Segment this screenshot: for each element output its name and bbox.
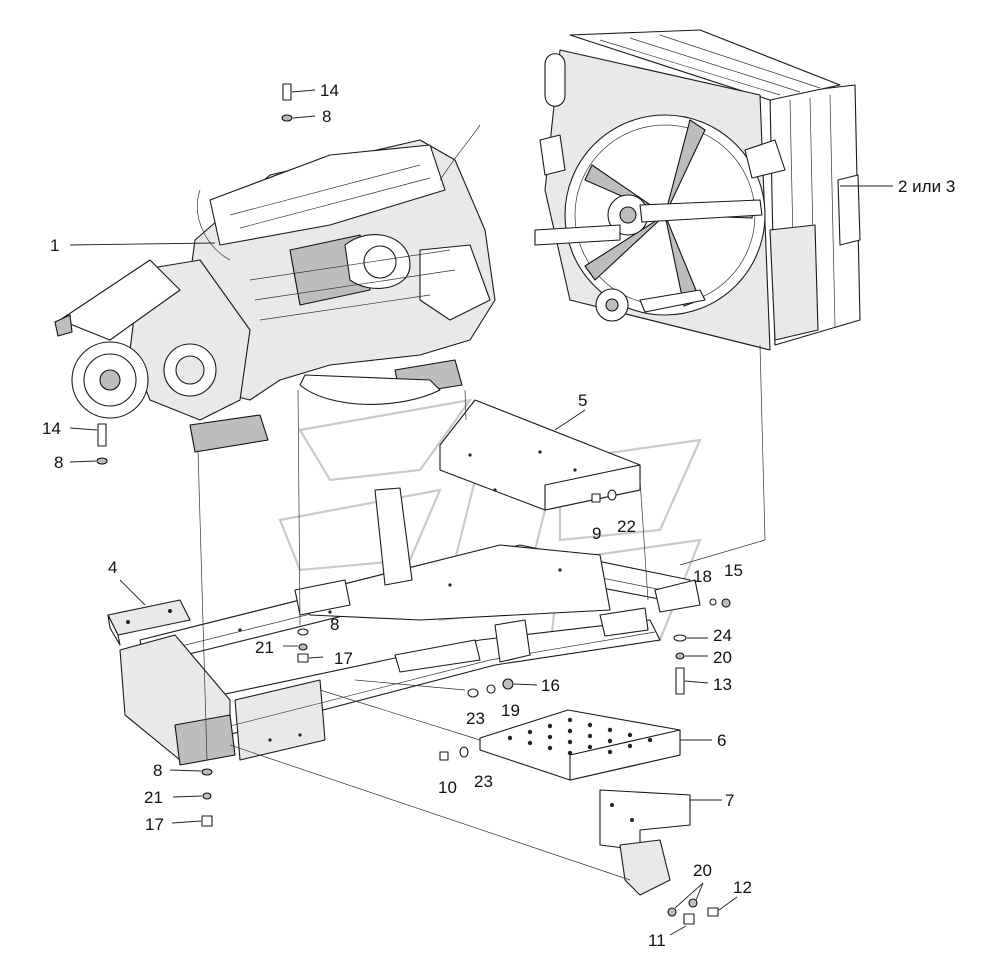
callout-20-bottom: 20: [693, 861, 712, 880]
callout-14-left: 14: [42, 419, 61, 438]
callout-4: 4: [108, 558, 117, 577]
callout-21-bottom: 21: [144, 788, 163, 807]
mounting-bracket: [599, 789, 691, 896]
callout-1: 1: [50, 236, 59, 255]
callout-9: 9: [592, 524, 601, 543]
callout-7: 7: [725, 791, 734, 810]
callout-10: 10: [438, 778, 457, 797]
callout-labels: 1 2 или 3 4 5 6 7 14 8 14 8 22 9 18 15 8…: [42, 81, 955, 950]
cover-plate: [439, 399, 641, 511]
callout-23-b: 23: [474, 772, 493, 791]
fasteners: [96, 83, 731, 925]
assembly-lines: [197, 344, 766, 881]
callout-16: 16: [541, 676, 560, 695]
radiator-cooling-module: [534, 29, 861, 351]
callout-8-bottom: 8: [153, 761, 162, 780]
leader-lines: [69, 89, 893, 936]
perforated-step: [479, 709, 681, 781]
engine-assembly: [54, 124, 496, 453]
callout-15: 15: [724, 561, 743, 580]
callout-2-or-3: 2 или 3: [898, 177, 955, 196]
callout-21-frame: 21: [255, 638, 274, 657]
callout-5: 5: [578, 391, 587, 410]
callout-19: 19: [501, 701, 520, 720]
callout-23-a: 23: [466, 709, 485, 728]
support-bracket: [107, 599, 191, 646]
callout-13: 13: [713, 675, 732, 694]
callout-17-bottom: 17: [145, 815, 164, 834]
callout-8-left: 8: [54, 453, 63, 472]
subframe: [119, 487, 701, 766]
callout-14-top: 14: [320, 81, 339, 100]
callout-11: 11: [648, 931, 666, 950]
callout-17-frame: 17: [334, 649, 353, 668]
callout-22: 22: [617, 517, 636, 536]
callout-12: 12: [733, 878, 752, 897]
callout-20-right: 20: [713, 648, 732, 667]
callout-18: 18: [693, 567, 712, 586]
callout-8-top: 8: [322, 107, 331, 126]
step-holes: [507, 717, 653, 756]
callout-6: 6: [717, 731, 726, 750]
callout-8-frame: 8: [330, 615, 339, 634]
callout-24: 24: [713, 626, 732, 645]
